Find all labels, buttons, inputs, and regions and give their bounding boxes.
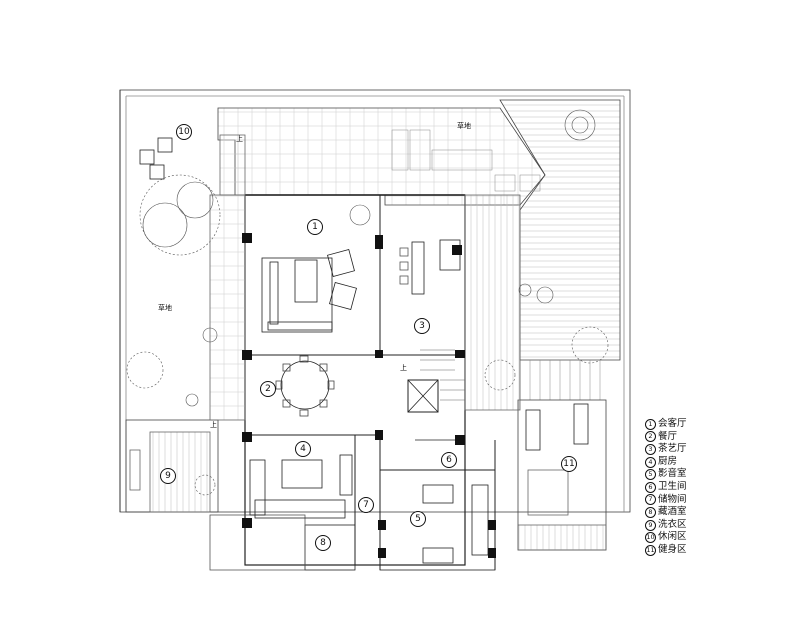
sofa: [261, 257, 333, 333]
room-number-7: 7: [358, 497, 374, 513]
legend-label: 茶艺厅: [658, 443, 687, 455]
room-number-11: 11: [561, 456, 577, 472]
legend-number: 11: [645, 544, 656, 556]
legend-label: 餐厅: [658, 430, 678, 442]
up-label-stair: 上: [400, 364, 407, 372]
landscape-plants: [126, 109, 609, 496]
top-terrace: [217, 107, 546, 206]
room-number-2: 2: [260, 381, 276, 397]
up-label-terrace: 上: [236, 135, 243, 143]
media-sofa: [422, 484, 454, 504]
legend-number: 8: [645, 506, 656, 518]
legend-label: 休闲区: [658, 531, 687, 543]
legend-number: 2: [645, 431, 656, 443]
legend-label: 洗衣区: [658, 518, 687, 530]
legend-label: 会客厅: [658, 418, 687, 429]
legend-number: 4: [645, 456, 656, 468]
staircase: [407, 379, 439, 413]
room-number-3: 3: [414, 318, 430, 334]
up-label-laundry: 上: [210, 421, 217, 429]
legend-label: 影音室: [658, 468, 687, 480]
lawn-label-top: 草地: [457, 122, 471, 130]
legend-label: 卫生间: [658, 480, 687, 492]
kitchen-island: [281, 459, 323, 489]
tea-table: [411, 241, 425, 295]
legend-label: 储物间: [658, 493, 687, 505]
structural-columns: [242, 233, 496, 558]
room-number-9: 9: [160, 468, 176, 484]
room-number-1: 1: [307, 219, 323, 235]
lawn-label-left: 草地: [158, 304, 172, 312]
room-number-8: 8: [315, 535, 331, 551]
room-number-6: 6: [441, 452, 457, 468]
legend-number: 7: [645, 494, 656, 506]
legend-number: 3: [645, 443, 656, 455]
legend-label: 厨房: [658, 455, 678, 467]
legend-number: 1: [645, 418, 656, 430]
dining-table: [280, 360, 330, 410]
legend-number: 10: [645, 532, 656, 544]
room-number-5: 5: [410, 511, 426, 527]
room-number-4: 4: [295, 441, 311, 457]
legend-number: 5: [645, 469, 656, 481]
legend-label: 健身区: [658, 543, 687, 555]
room-number-10: 10: [176, 124, 192, 140]
legend-number: 9: [645, 519, 656, 531]
legend-label: 藏酒室: [658, 506, 687, 518]
legend-number: 6: [645, 481, 656, 493]
